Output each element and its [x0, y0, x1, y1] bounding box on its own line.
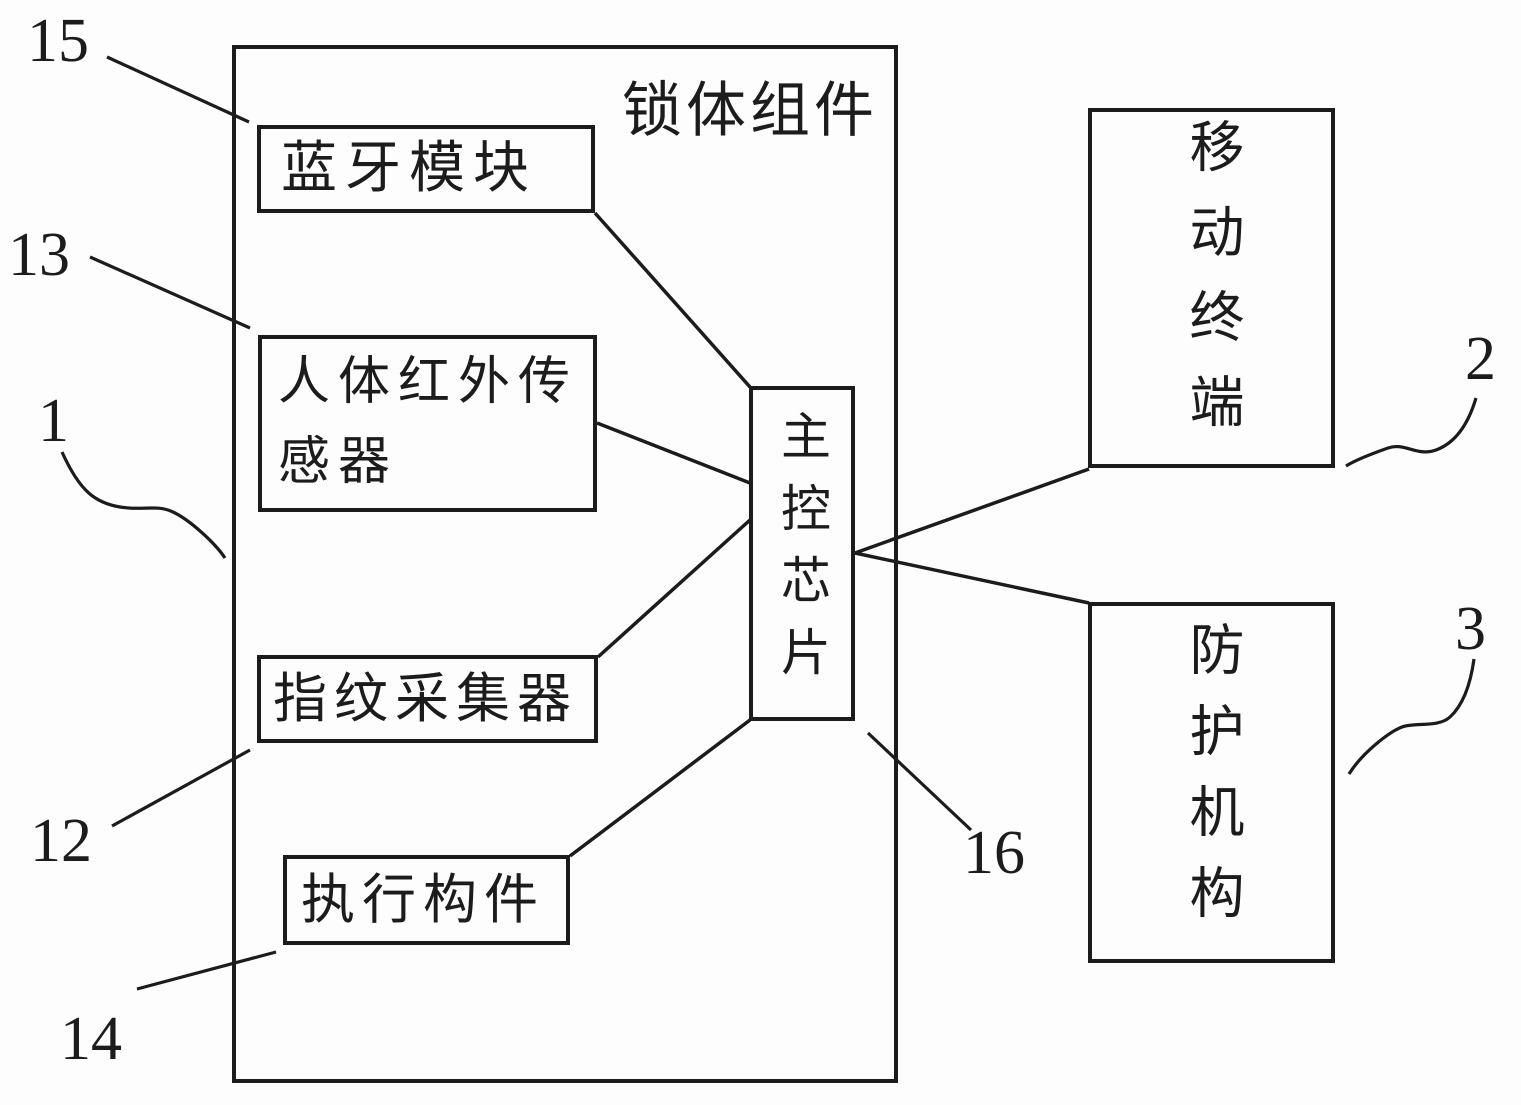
- node-protection-mechanism: 防护机构: [1088, 602, 1335, 963]
- ref-label-12: 12: [30, 807, 92, 875]
- human-infrared-sensor-label: 人体红外传感器: [278, 354, 579, 491]
- connector-fingerprint-chip: [596, 518, 752, 659]
- leader-arrow-16: [866, 731, 973, 832]
- leader-arrow-12: [111, 748, 251, 828]
- ref-label-14: 14: [60, 1005, 122, 1073]
- leader-arrow-14: [136, 950, 277, 991]
- connector-chip-protection: [854, 551, 1090, 605]
- protection-mechanism-label: 防护机构: [1181, 620, 1242, 945]
- leader-arrow-15: [106, 55, 250, 124]
- leader-arrow-2: [1345, 397, 1478, 468]
- ref-label-13: 13: [8, 221, 70, 289]
- connector-chip-actuator: [568, 718, 752, 858]
- leader-arrow-3: [1347, 658, 1476, 775]
- ref-label-1: 1: [38, 387, 69, 455]
- lock-assembly-label: 锁体组件: [622, 78, 878, 144]
- mobile-terminal-label: 移动终端: [1181, 118, 1242, 458]
- ref-label-15: 15: [27, 7, 89, 75]
- bluetooth-module-label: 蓝牙模块: [281, 138, 537, 200]
- node-main-control-chip: 主控芯片: [749, 386, 855, 721]
- node-mobile-terminal: 移动终端: [1088, 108, 1335, 468]
- leader-arrow-13: [89, 255, 251, 330]
- ref-label-3: 3: [1455, 595, 1486, 663]
- node-fingerprint-collector: 指纹采集器: [257, 655, 598, 743]
- actuator-component-label: 执行构件: [301, 870, 545, 930]
- fingerprint-collector-label: 指纹采集器: [273, 669, 578, 729]
- ref-label-16: 16: [963, 819, 1025, 887]
- ref-label-2: 2: [1465, 325, 1496, 393]
- connector-chip-mobile: [854, 467, 1090, 555]
- connector-infrared-chip: [596, 421, 751, 485]
- node-human-infrared-sensor: 人体红外传感器: [258, 335, 597, 512]
- main-control-chip-label: 主控芯片: [774, 409, 830, 698]
- leader-arrow-1: [60, 451, 227, 559]
- node-actuator-component: 执行构件: [283, 855, 570, 945]
- node-bluetooth-module: 蓝牙模块: [257, 125, 595, 213]
- connector-bluetooth-chip: [593, 211, 752, 389]
